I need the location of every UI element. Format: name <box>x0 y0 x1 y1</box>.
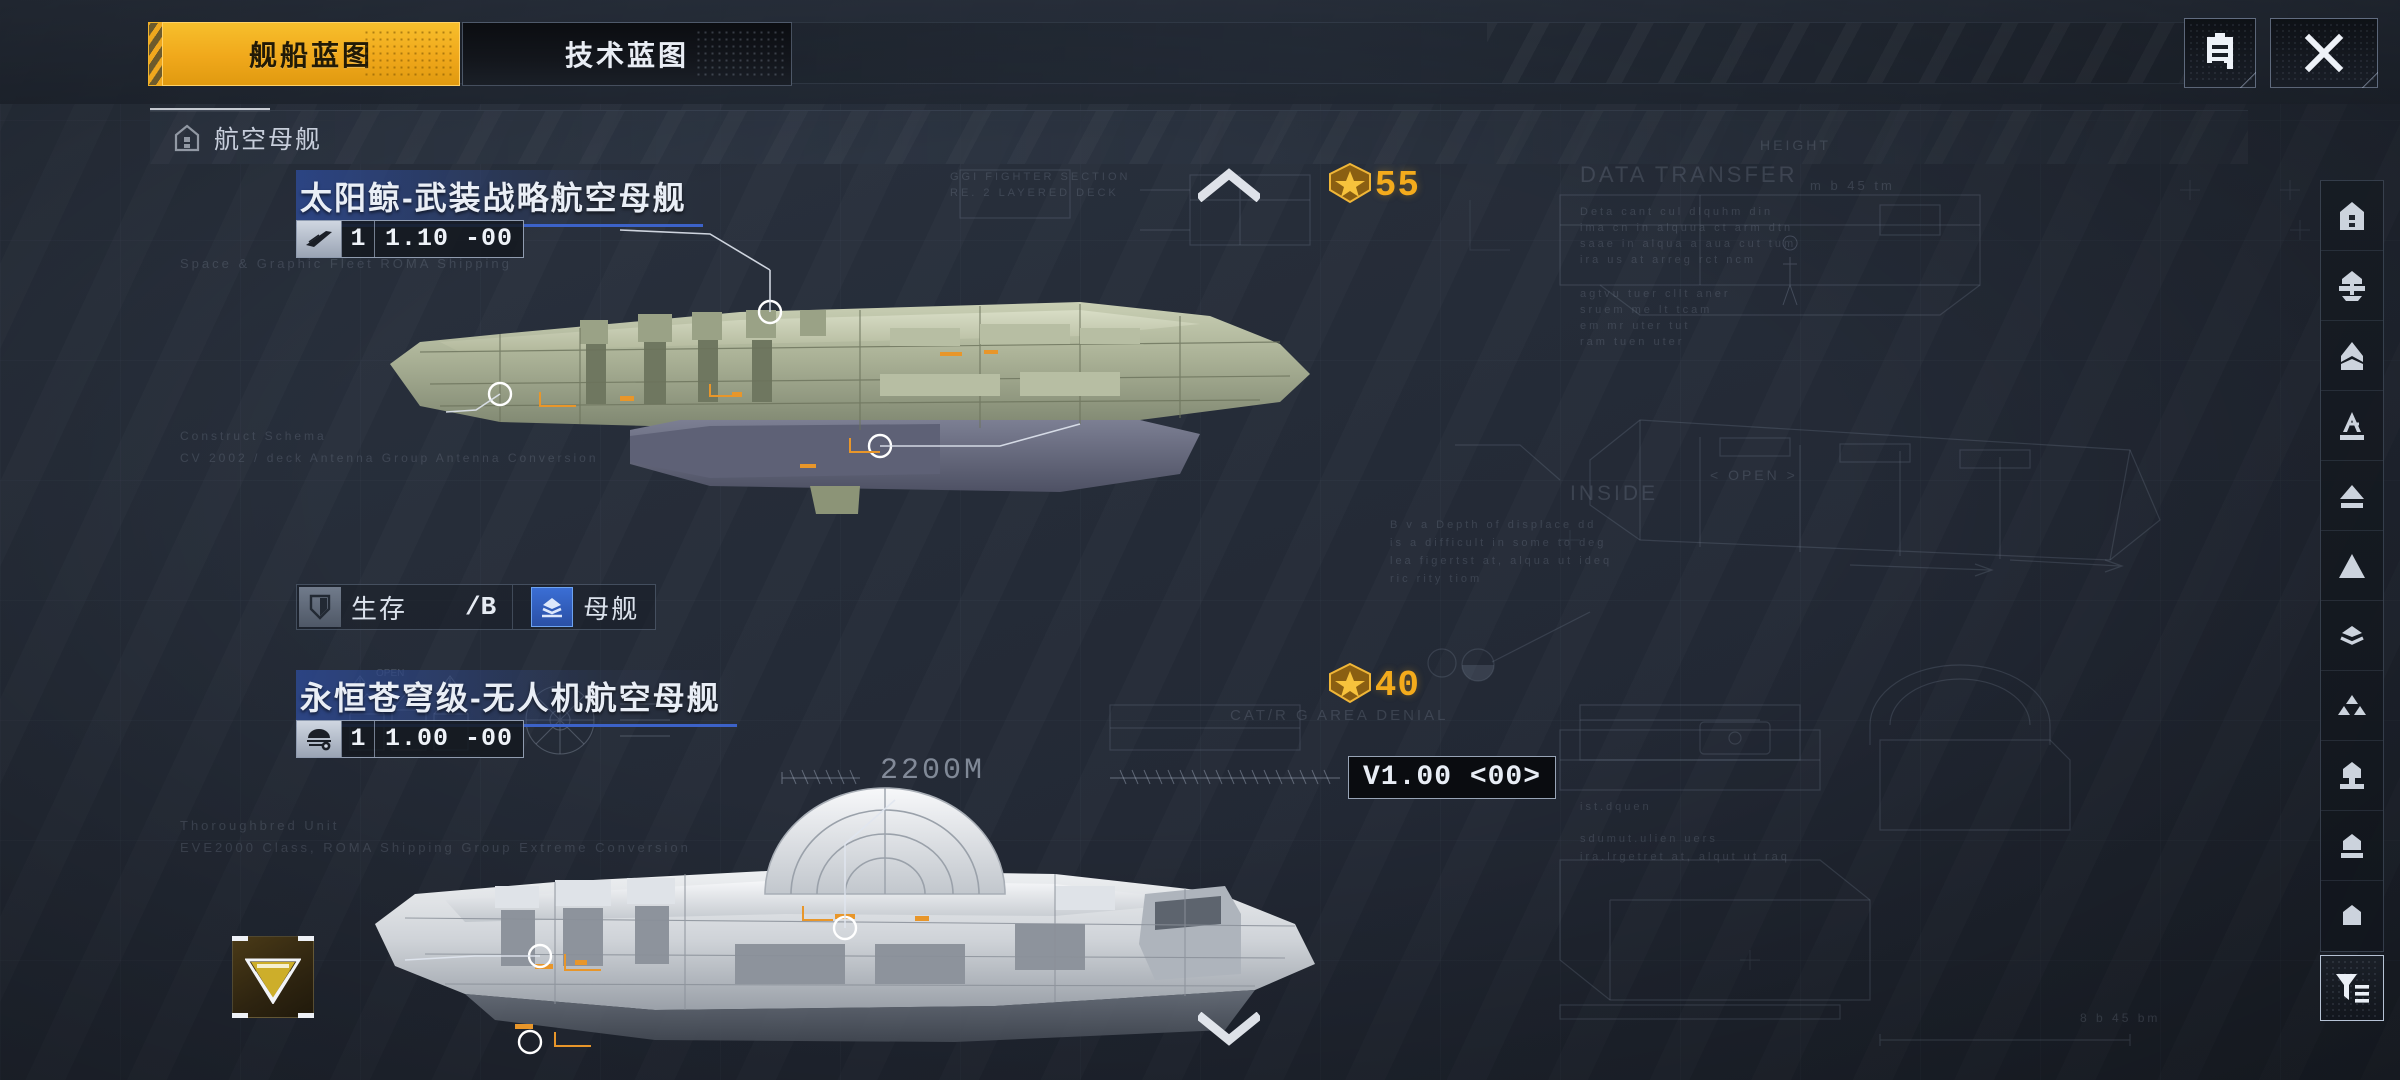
ship-tier: 1 <box>341 221 375 257</box>
clipboard-icon <box>2207 33 2233 69</box>
carrier-icon <box>174 124 200 152</box>
close-icon <box>2304 33 2344 73</box>
ship-title: 永恒苍穹级-无人机航空母舰 <box>296 670 737 727</box>
ship-tag-row: 生存 /B 母舰 <box>296 584 657 630</box>
corner-br <box>298 1013 314 1018</box>
wing-icon <box>297 221 341 257</box>
ship-render[interactable] <box>355 774 1405 1074</box>
header-buttons <box>2184 18 2378 88</box>
ship-title-wrap: 太阳鲸-武装战略航空母舰 <box>296 170 703 227</box>
filter-button[interactable] <box>2320 955 2384 1021</box>
tab-ship-blueprint-label: 舰船蓝图 <box>248 40 373 71</box>
tab-tech-blueprint-label: 技术蓝图 <box>564 40 689 71</box>
tag-survival-grade: /B <box>465 592 497 622</box>
tab-ship-blueprint[interactable]: 舰船蓝图 <box>162 22 460 86</box>
hull-corvette-icon <box>2339 553 2365 578</box>
sidebar-class-utility[interactable] <box>2321 881 2383 951</box>
ship-tier: 1 <box>341 721 375 757</box>
hull-battleship-icon <box>2339 270 2365 301</box>
sidebar-class-destroyer[interactable] <box>2321 391 2383 461</box>
ship-rank-badge: 40 <box>1327 662 1420 709</box>
hull-transport-icon <box>2341 833 2363 858</box>
breadcrumb[interactable]: 航空母舰 <box>150 110 2248 164</box>
tag-survival[interactable]: 生存 /B <box>297 585 514 629</box>
filter-icon <box>2336 974 2369 1003</box>
tag-survival-label: 生存 <box>351 593 408 624</box>
scroll-up-button[interactable] <box>1195 168 1263 207</box>
ship-rank-badge: 55 <box>1327 162 1420 209</box>
ship-title-wrap: 永恒苍穹级-无人机航空母舰 <box>296 670 737 727</box>
sidebar-class-transport[interactable] <box>2321 811 2383 881</box>
rank-star-icon <box>1327 162 1373 209</box>
ship-title: 太阳鲸-武装战略航空母舰 <box>296 170 703 227</box>
corner-notch <box>2362 72 2378 88</box>
sidebar-class-corvette[interactable] <box>2321 531 2383 601</box>
ship-version-badge: 1 1.10 -00 <box>296 220 525 258</box>
sidebar-class-cruiser[interactable] <box>2321 321 2383 391</box>
tab-tech-blueprint[interactable]: 技术蓝图 <box>462 22 792 86</box>
corner-bl <box>232 1013 248 1018</box>
sidebar-class-carrier[interactable] <box>2321 181 2383 251</box>
close-button[interactable] <box>2270 18 2378 88</box>
tag-mothership-label: 母舰 <box>583 593 640 624</box>
corner-tr <box>298 936 314 941</box>
hull-frigate-icon <box>2340 484 2364 508</box>
chevron-up-icon <box>1195 168 1263 203</box>
tab-accent-stripe <box>148 22 162 86</box>
hull-utility-icon <box>2343 905 2361 925</box>
rank-value: 40 <box>1374 665 1420 706</box>
list-button[interactable] <box>2184 18 2256 88</box>
hull-destroyer-icon <box>2340 411 2364 440</box>
rank-value: 55 <box>1374 165 1420 206</box>
chevron-down-icon <box>1195 1011 1263 1046</box>
ship-version: 1.00 -00 <box>385 724 514 753</box>
ship-version-box: V1.00 <00> <box>1348 756 1557 799</box>
corner-tl <box>232 936 248 941</box>
ship-render[interactable] <box>380 224 1410 544</box>
ship-version: 1.10 -00 <box>385 224 514 253</box>
tab-bar: 舰船蓝图 技术蓝图 <box>148 22 792 86</box>
ship-card[interactable]: 太阳鲸-武装战略航空母舰 1 1.10 -00 <box>0 162 2190 799</box>
breadcrumb-label: 航空母舰 <box>214 125 323 154</box>
ship-class-sidebar <box>2320 180 2384 952</box>
hull-cruiser-icon <box>2341 341 2363 370</box>
tag-mothership[interactable]: 母舰 <box>529 585 655 629</box>
corner-notch <box>2240 72 2256 88</box>
sidebar-class-swarm[interactable] <box>2321 671 2383 741</box>
shield-icon <box>299 587 341 627</box>
rank-star-icon <box>1327 662 1373 709</box>
scroll-down-button[interactable] <box>1195 1011 1263 1051</box>
sidebar-class-battleship[interactable] <box>2321 251 2383 321</box>
ship-list: 太阳鲸-武装战略航空母舰 1 1.10 -00 <box>0 162 2400 1080</box>
sidebar-class-frigate[interactable] <box>2321 461 2383 531</box>
mothership-icon <box>531 587 574 627</box>
sidebar-class-fighter[interactable] <box>2321 601 2383 671</box>
hull-station-icon <box>2340 761 2364 789</box>
ship-length: 2200M <box>880 754 986 788</box>
hull-carrier-icon <box>2340 201 2364 230</box>
hull-fighter-icon <box>2340 625 2364 645</box>
faction-emblem[interactable] <box>232 936 314 1018</box>
ship-version-badge: 1 1.00 -00 <box>296 720 525 758</box>
sidebar-class-station[interactable] <box>2321 741 2383 811</box>
hull-swarm-icon <box>2338 694 2366 715</box>
triangle-emblem-icon <box>245 958 301 1004</box>
gear-globe-icon <box>297 721 341 757</box>
ship-card[interactable]: 永恒苍穹级-无人机航空母舰 1 1.00 -00 <box>0 662 2190 1080</box>
